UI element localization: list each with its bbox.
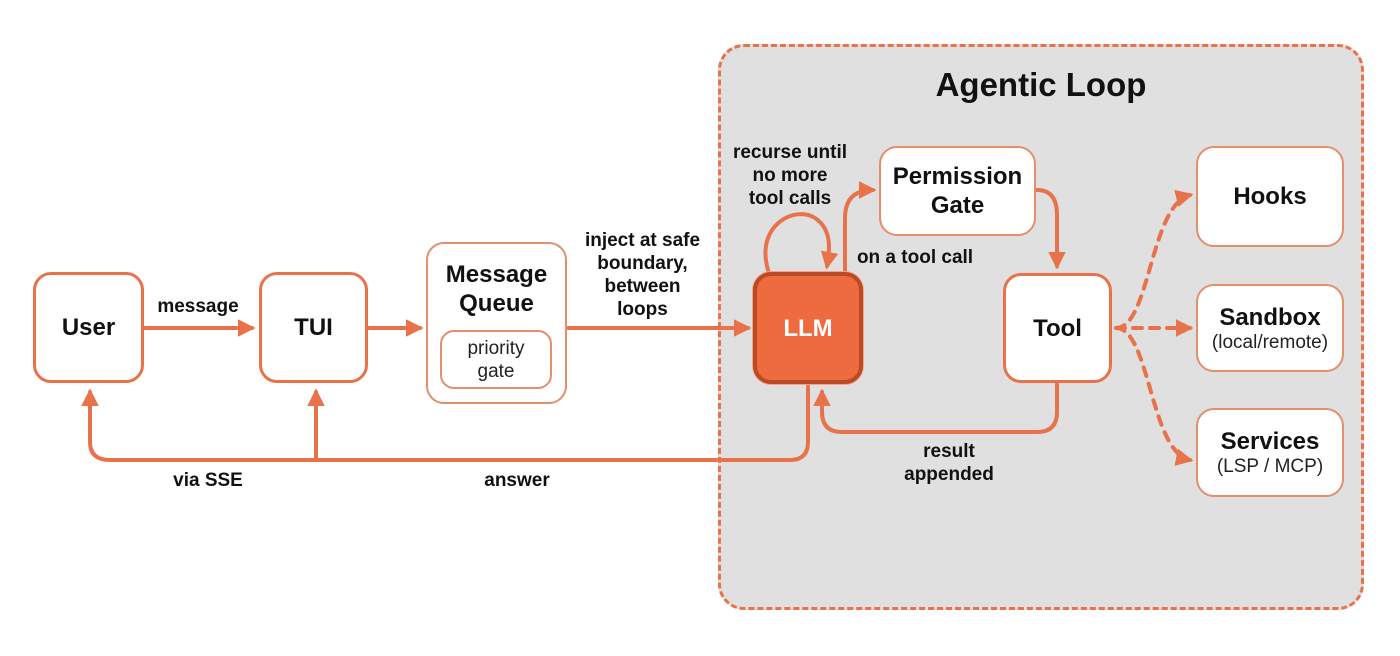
edge-label-tool-call: on a tool call <box>856 247 974 268</box>
priority-gate-label: priority gate <box>467 337 525 382</box>
edge-label-inject: inject at safe boundary, between loops <box>584 230 701 320</box>
llm-node-label: LLM <box>783 314 833 342</box>
services-subtitle: (LSP / MCP) <box>1216 456 1324 477</box>
sandbox-title: Sandbox <box>1219 303 1321 331</box>
edge-label-result: result appended <box>904 441 994 485</box>
edge-tool-to-services <box>1114 326 1194 466</box>
hooks-node: Hooks <box>1196 146 1344 247</box>
llm-node: LLM <box>753 272 863 384</box>
edge-label-message: message <box>157 296 239 317</box>
edge-label-via-sse: via SSE <box>173 470 243 491</box>
hooks-node-label: Hooks <box>1233 183 1307 210</box>
permission-gate-node: Permission Gate <box>879 146 1036 236</box>
agentic-loop-title: Agentic Loop <box>935 66 1147 103</box>
priority-gate-box: priority gate <box>440 330 552 389</box>
message-queue-title: Message Queue <box>445 261 548 317</box>
tool-node-label: Tool <box>1033 314 1082 342</box>
edge-tool-result-to-llm <box>813 382 1059 434</box>
edge-label-recurse: recurse until no more tool calls <box>732 142 848 209</box>
edge-llm-answer-out <box>81 384 810 462</box>
tui-node-label: TUI <box>294 314 333 341</box>
edge-llm-self-loop <box>763 212 839 272</box>
user-node: User <box>33 272 144 383</box>
tool-node: Tool <box>1003 273 1112 383</box>
edge-permission-to-tool <box>1035 188 1066 270</box>
sandbox-node: Sandbox (local/remote) <box>1196 284 1344 372</box>
services-node: Services (LSP / MCP) <box>1196 408 1344 497</box>
edge-label-answer: answer <box>484 470 550 491</box>
tui-node: TUI <box>259 272 368 383</box>
user-node-label: User <box>61 314 116 341</box>
services-title: Services <box>1220 428 1320 455</box>
edge-tool-to-hooks <box>1114 189 1194 330</box>
edge-llm-to-permission <box>843 181 877 272</box>
permission-gate-label: Permission Gate <box>892 163 1023 219</box>
sandbox-subtitle: (local/remote) <box>1211 331 1329 353</box>
